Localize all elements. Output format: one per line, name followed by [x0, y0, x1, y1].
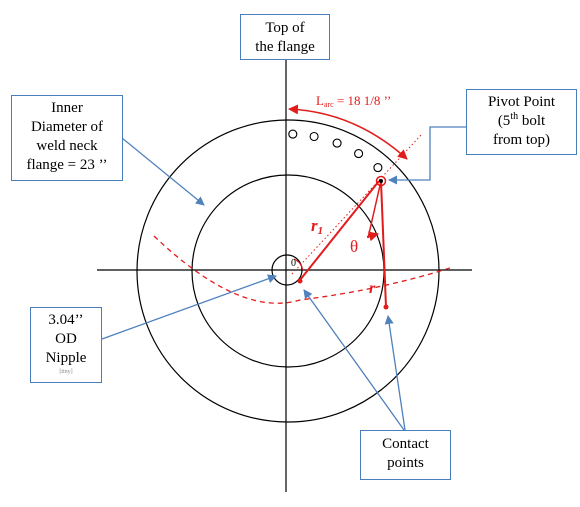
bolt-holes [288, 129, 383, 173]
arc-length-sub: arc [324, 100, 334, 109]
r1-sub: 1 [318, 225, 324, 237]
nipple-line1: 3.04’’ [48, 312, 84, 328]
theta-arrow [366, 231, 379, 242]
leader-nipple [101, 274, 277, 340]
bolt-hole-1 [288, 129, 298, 139]
pivot-point-ring [375, 175, 387, 187]
inner-diameter-line2: Diameter of [30, 119, 104, 135]
inner-diameter-line3: weld neck [36, 138, 98, 154]
r1-label: r1 [311, 216, 323, 237]
nipple-line3: Nipple [45, 350, 87, 366]
arc-length-label: Larc = 18 1/8 ’’ [316, 93, 391, 109]
nipple-circle [271, 254, 303, 286]
bolt-hole-5 [373, 163, 383, 173]
arc-length-arrow [288, 104, 408, 160]
leader-contact-outer [384, 315, 406, 431]
arc-length-main: L [316, 93, 324, 108]
leader-inner-diameter [121, 137, 205, 206]
leader-contact-center [303, 289, 405, 431]
contact-points-line2: points [387, 455, 424, 471]
pivot-point-dot [379, 179, 383, 183]
pivot-point-line2: (5th bolt [467, 112, 576, 131]
bolt-hole-2 [309, 131, 319, 142]
r1-line [299, 180, 380, 281]
pivot-point-line3: from top) [492, 132, 551, 148]
r1-main: r [311, 216, 318, 235]
contact-points-callout: Contact points [360, 430, 451, 480]
zero-angle-arc [293, 258, 304, 271]
inner-diameter-line4: flange = 23 ’’ [26, 157, 108, 173]
contact-arc [153, 235, 451, 304]
pivot-point-line2-sup: th [510, 111, 519, 122]
top-of-flange-line1: Top of [265, 20, 305, 36]
arc-length-value: = 18 1/8 ’’ [334, 93, 392, 108]
top-of-flange-line2: the flange [255, 39, 315, 55]
zero-angle-label: 0’ [291, 258, 299, 269]
pivot-point-callout: Pivot Point (5th bolt from top) [466, 89, 577, 155]
bolt-hole-3 [332, 138, 342, 148]
pivot-point-line1: Pivot Point [487, 94, 556, 110]
leader-pivot-point [388, 126, 466, 185]
contact-points-line1: Contact [382, 436, 429, 452]
swing-line [367, 180, 382, 239]
r-line [380, 180, 387, 308]
outer-flange-circle [136, 119, 440, 423]
inner-diameter-line1: Inner [51, 100, 83, 116]
nipple-callout: 3.04’’ OD Nipple [tiny] [30, 307, 102, 383]
inner-diameter-callout: Inner Diameter of weld neck flange = 23 … [11, 95, 123, 181]
nipple-line2: OD [55, 331, 77, 347]
pivot-point-line2-post: bolt [518, 113, 546, 129]
nipple-line4: [tiny] [59, 369, 73, 375]
theta-label: θ [350, 237, 358, 256]
bolt-hole-4 [354, 149, 364, 159]
top-of-flange-callout: Top of the flange [240, 14, 330, 60]
center-contact-point [297, 278, 303, 284]
r-label: r [369, 280, 376, 297]
pivot-point-line2-pre: (5 [497, 113, 511, 129]
outer-contact-point [383, 304, 389, 310]
inner-diameter-circle [191, 174, 385, 368]
